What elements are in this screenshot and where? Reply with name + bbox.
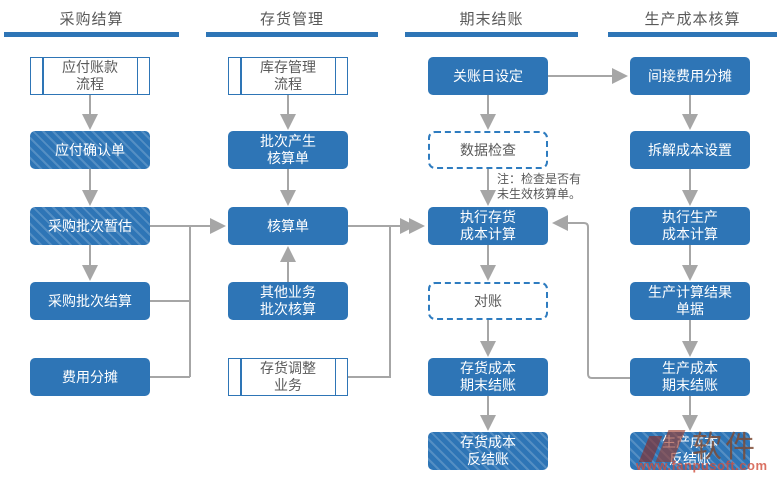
node-stock-flow: 库存管理 流程: [228, 57, 348, 95]
node-purchase-batch-settle: 采购批次结算: [30, 282, 150, 320]
node-close-date-setting: 关账日设定: [428, 57, 548, 95]
arrow-prodclose-to-runinvcost: [552, 215, 630, 379]
column-header-closing: 期末结账: [459, 11, 524, 28]
node-stock-adjust-business: 存货调整 业务: [228, 358, 348, 396]
header-underline-purchase: [4, 32, 179, 37]
node-indirect-expense-allocation: 间接费用分摊: [630, 57, 750, 95]
node-split-cost-setting: 拆解成本设置: [630, 131, 750, 169]
node-expense-allocation: 费用分摊: [30, 358, 150, 396]
node-run-inventory-cost: 执行存货 成本计算: [428, 207, 548, 245]
node-production-cost-close: 生产成本 期末结账: [630, 358, 750, 396]
node-payable-flow: 应付账款 流程: [30, 57, 150, 95]
column-header-inventory: 存货管理: [259, 11, 324, 28]
node-inventory-cost-close: 存货成本 期末结账: [428, 358, 548, 396]
header-underline-production: [608, 32, 777, 37]
node-purchase-batch-estimate: 采购批次暂估: [30, 207, 150, 245]
node-run-production-cost: 执行生产 成本计算: [630, 207, 750, 245]
node-batch-generate-doc: 批次产生 核算单: [228, 131, 348, 169]
node-data-check: 数据检查: [428, 131, 548, 169]
column-header-purchase: 采购结算: [59, 11, 124, 28]
node-accounting-doc: 核算单: [228, 207, 348, 245]
header-underline-inventory: [206, 32, 378, 37]
data-check-note: 注：检查是否有 未生效核算单。: [497, 172, 582, 201]
node-inventory-cost-reverse: 存货成本 反结账: [428, 432, 548, 470]
node-reconciliation: 对账: [428, 282, 548, 320]
column-header-production: 生产成本核算: [644, 11, 741, 28]
node-production-cost-reverse: 生产成本 反结账: [630, 432, 750, 470]
node-production-result-doc: 生产计算结果 单据: [630, 282, 750, 320]
header-underline-closing: [405, 32, 578, 37]
node-other-business-batch: 其他业务 批次核算: [228, 282, 348, 320]
line-stockadjust-to-merge: [348, 226, 391, 378]
node-payable-confirm: 应付确认单: [30, 131, 150, 169]
